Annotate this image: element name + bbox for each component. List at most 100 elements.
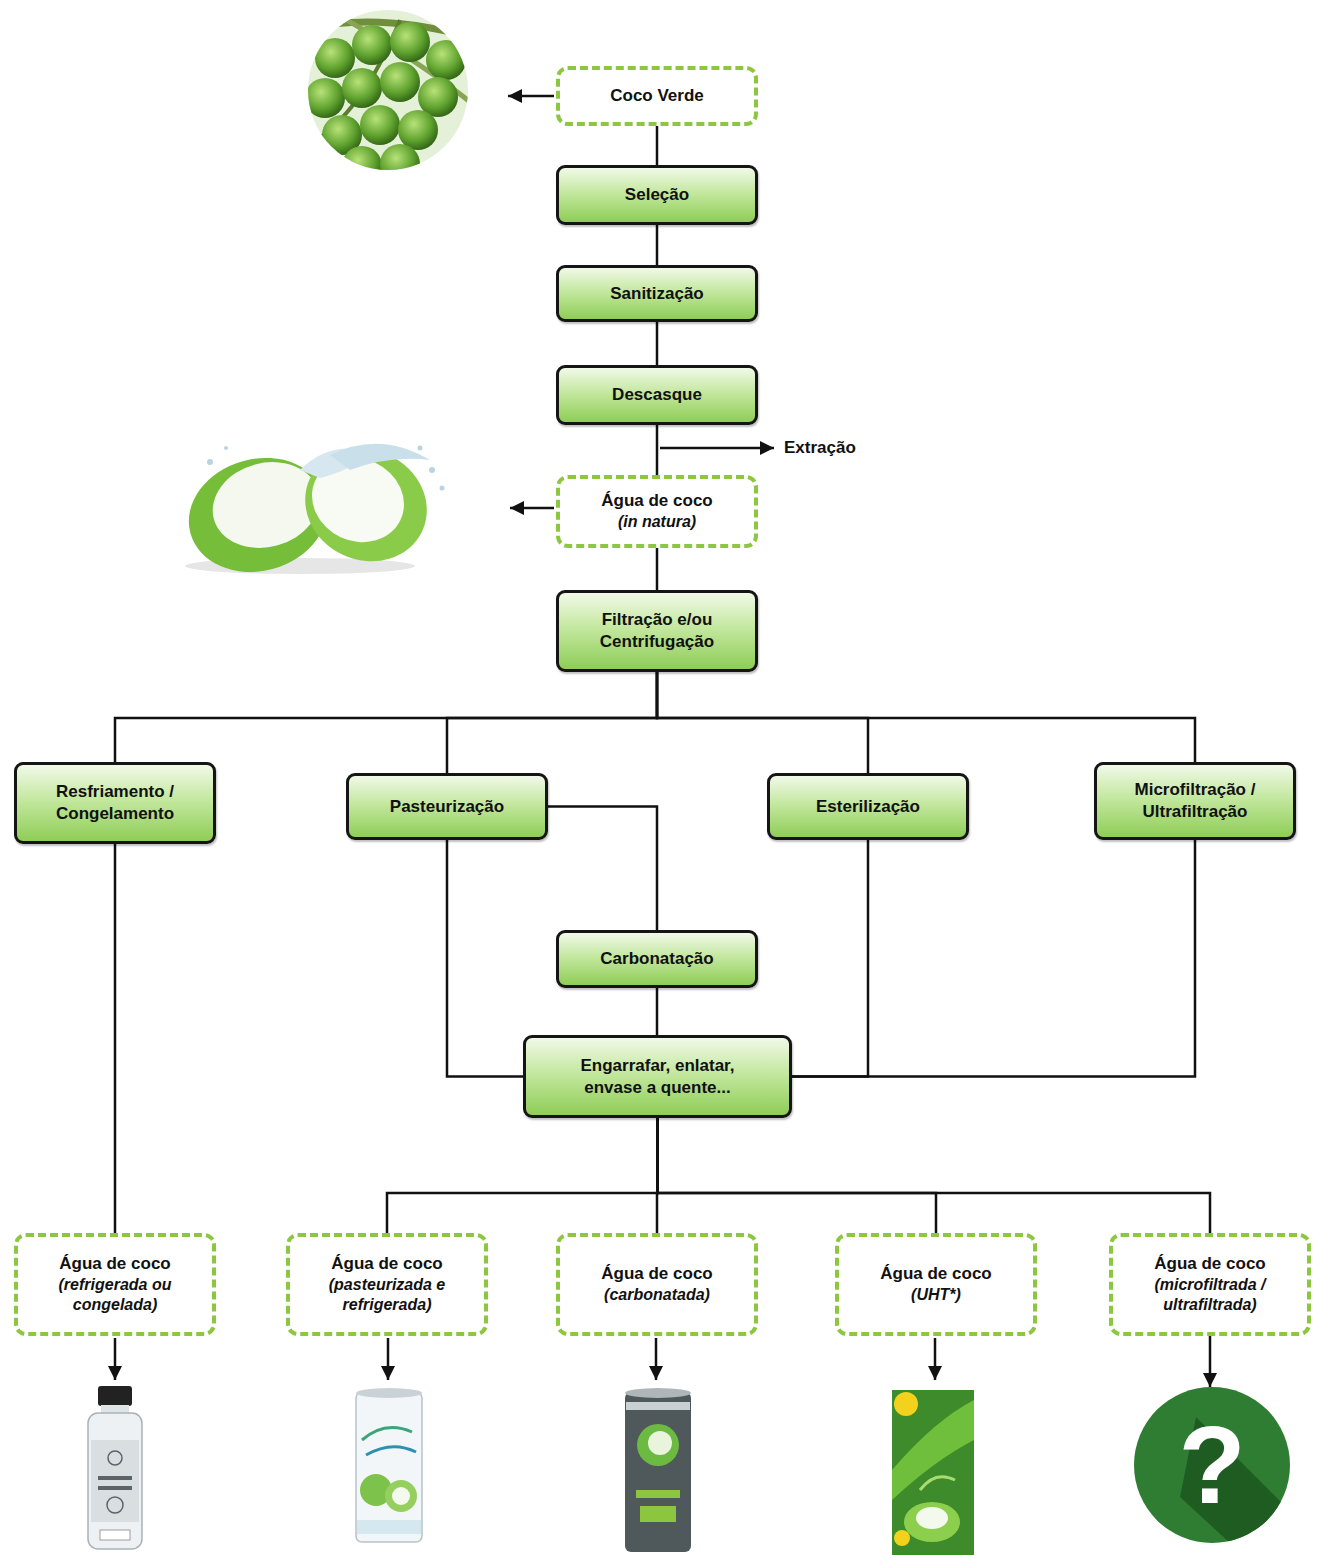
bottle-product [88, 1386, 142, 1549]
bottle-body [88, 1413, 142, 1549]
picture-arrow [510, 507, 554, 510]
flow-connector [658, 1118, 1211, 1233]
product-box: Água de coco(carbonatada) [556, 1233, 758, 1336]
node-subtitle: (UHT*) [911, 1285, 961, 1305]
coconut-flesh [916, 1507, 948, 1529]
product-arrow [387, 1338, 390, 1380]
coconut [380, 144, 420, 184]
bottle-cap [98, 1386, 132, 1406]
node-title: Água de coco [1154, 1253, 1265, 1275]
can-mark [636, 1490, 680, 1498]
label-logo [107, 1497, 123, 1513]
carton-badge [894, 1392, 918, 1416]
node-title: Microfiltração / Ultrafiltração [1105, 779, 1285, 823]
coconut-flesh [392, 1487, 410, 1505]
coconut [315, 38, 355, 78]
node-title: Descasque [612, 384, 702, 406]
can-top [625, 1388, 691, 1398]
node-subtitle: (refrigerada ou congelada) [26, 1275, 204, 1316]
node-subtitle: (pasteurizada e refrigerada) [298, 1275, 476, 1316]
coconut-photo [300, 5, 480, 186]
node-title: Água de coco [880, 1263, 991, 1285]
node-title: Seleção [625, 184, 689, 206]
flow-connector [656, 322, 659, 365]
flow-connector [657, 672, 868, 773]
can-top [356, 1388, 422, 1398]
product-arrow [114, 1338, 117, 1380]
leaf [366, 1447, 416, 1455]
product-arrow [655, 1338, 658, 1380]
flow-connector [792, 840, 1195, 1077]
coconut [637, 1424, 679, 1466]
coconut [390, 22, 430, 62]
circle-fill [1134, 1387, 1290, 1543]
flow-connector [548, 807, 657, 931]
can-product [356, 1388, 422, 1542]
flow-connector [387, 1118, 658, 1233]
step-label: Extração [782, 437, 858, 459]
coconut [342, 146, 382, 186]
flow-connector [792, 840, 868, 1077]
water-splash [330, 444, 430, 470]
coconut [904, 1502, 960, 1542]
process-box: Pasteurização [346, 773, 548, 840]
process-box: Sanitização [556, 265, 758, 322]
can-body [625, 1392, 691, 1552]
process-box: Microfiltração / Ultrafiltração [1094, 762, 1296, 840]
process-box: Carbonatação [556, 930, 758, 988]
coconut [398, 110, 438, 150]
coconut [342, 68, 382, 108]
product-box: Água de coco(UHT*) [835, 1233, 1037, 1336]
node-title: Sanitização [610, 283, 704, 305]
coconut-flesh [648, 1431, 672, 1455]
product-box: Coco Verde [556, 66, 758, 126]
bottle-label [91, 1440, 139, 1522]
node-title: Água de coco [601, 490, 712, 512]
coconut [385, 1480, 417, 1512]
coconut-shell [287, 429, 446, 581]
product-box: Água de coco(refrigerada ou congelada) [14, 1233, 216, 1336]
coconut [426, 40, 466, 80]
product-box: Água de coco(in natura) [556, 475, 758, 548]
node-title: Água de coco [59, 1253, 170, 1275]
flow-connector [1209, 1336, 1212, 1387]
can-band [357, 1520, 421, 1534]
water-drop [440, 486, 445, 491]
carton-body [892, 1390, 974, 1555]
node-subtitle: (in natura) [618, 512, 696, 532]
flow-connector [447, 840, 523, 1077]
process-box: Resfriamento / Congelamento [14, 762, 216, 844]
process-box: Engarrafar, enlatar, envase a quente... [523, 1035, 792, 1118]
node-title: Carbonatação [600, 948, 713, 970]
node-subtitle: (carbonatada) [604, 1285, 710, 1305]
can-body [356, 1392, 422, 1542]
water-drop [224, 446, 228, 450]
coconut [352, 25, 392, 65]
product-box: Água de coco(pasteurizada e refrigerada) [286, 1233, 488, 1336]
coconut [305, 78, 345, 118]
flow-connector [447, 672, 657, 773]
coconut [360, 105, 400, 145]
process-box: Esterilização [767, 773, 969, 840]
water-drop [418, 446, 423, 451]
node-title: Água de coco [331, 1253, 442, 1275]
coconut [380, 62, 420, 102]
open-coconut-photo [176, 429, 446, 587]
flow-connector [656, 425, 659, 475]
node-title: Coco Verde [610, 85, 704, 107]
water-drop [207, 459, 213, 465]
coconut-cluster [305, 22, 466, 186]
node-title: Esterilização [816, 796, 920, 818]
palm-leaf [920, 1477, 955, 1490]
label-mark [98, 1486, 132, 1490]
can-mark [640, 1506, 676, 1522]
flow-connector [656, 988, 659, 1035]
node-title: ? [1178, 1410, 1245, 1520]
flow-connector [658, 1118, 937, 1233]
node-title: Pasteurização [390, 796, 504, 818]
connector-layer [115, 126, 1210, 1387]
extraction-arrow [660, 447, 774, 450]
process-box: Filtração e/ou Centrifugação [556, 590, 758, 672]
flow-connector [114, 844, 117, 1233]
